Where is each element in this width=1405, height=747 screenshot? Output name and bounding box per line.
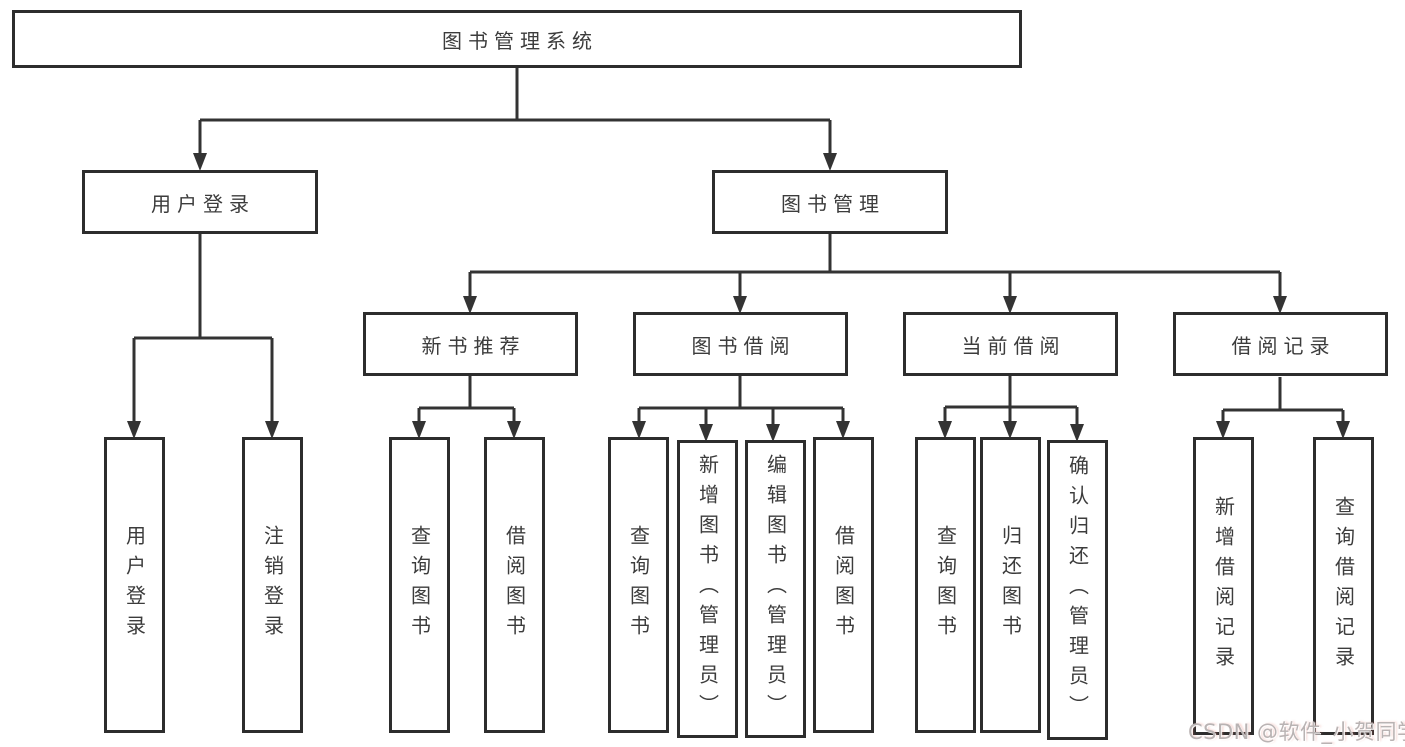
node-label: 查询图书 bbox=[407, 525, 432, 645]
node-label: 编辑图书（管理员） bbox=[763, 454, 788, 724]
leaf-borrow-books-recommend: 借阅图书 bbox=[484, 437, 545, 733]
node-label: 借阅图书 bbox=[502, 525, 527, 645]
leaf-edit-book-admin: 编辑图书（管理员） bbox=[745, 440, 806, 738]
node-label: 新增图书（管理员） bbox=[695, 454, 720, 724]
csdn-watermark: CSDN @软件_小贺同学 bbox=[1188, 720, 1405, 744]
node-user-login: 用户登录 bbox=[82, 170, 318, 234]
leaf-query-books-recommend: 查询图书 bbox=[389, 437, 450, 733]
node-label: 借阅记录 bbox=[1231, 333, 1336, 358]
leaf-confirm-return-admin: 确认归还（管理员） bbox=[1047, 440, 1108, 740]
node-new-book-recommend: 新书推荐 bbox=[363, 312, 578, 376]
leaf-borrow-books-borrow: 借阅图书 bbox=[813, 437, 874, 733]
node-label: 用户登录 bbox=[151, 191, 255, 216]
node-library-management-system: 图书管理系统 bbox=[12, 10, 1022, 68]
node-label: 查询图书 bbox=[626, 525, 651, 645]
node-borrow-records: 借阅记录 bbox=[1173, 312, 1388, 376]
node-label: 查询借阅记录 bbox=[1331, 496, 1356, 676]
node-label: 归还图书 bbox=[998, 525, 1023, 645]
node-label: 注销登录 bbox=[260, 525, 285, 645]
node-label: 新书推荐 bbox=[421, 333, 526, 358]
leaf-add-borrow-record: 新增借阅记录 bbox=[1193, 437, 1254, 735]
node-book-borrow: 图书借阅 bbox=[633, 312, 848, 376]
leaf-add-book-admin: 新增图书（管理员） bbox=[677, 440, 738, 738]
node-label: 借阅图书 bbox=[831, 525, 856, 645]
node-label: 当前借阅 bbox=[961, 333, 1066, 358]
node-book-management: 图书管理 bbox=[712, 170, 948, 234]
leaf-return-books: 归还图书 bbox=[980, 437, 1041, 733]
node-label: 新增借阅记录 bbox=[1211, 496, 1236, 676]
node-label: 查询图书 bbox=[933, 525, 958, 645]
leaf-user-login: 用户登录 bbox=[104, 437, 165, 733]
node-label: 图书管理 bbox=[781, 191, 885, 216]
leaf-query-books-current: 查询图书 bbox=[915, 437, 976, 733]
node-current-borrow: 当前借阅 bbox=[903, 312, 1118, 376]
node-label: 确认归还（管理员） bbox=[1065, 455, 1090, 725]
node-label: 图书管理系统 bbox=[442, 28, 598, 53]
leaf-logout: 注销登录 bbox=[242, 437, 303, 733]
leaf-query-books-borrow: 查询图书 bbox=[608, 437, 669, 733]
leaf-query-borrow-record: 查询借阅记录 bbox=[1313, 437, 1374, 735]
node-label: 图书借阅 bbox=[691, 333, 796, 358]
node-label: 用户登录 bbox=[122, 525, 147, 645]
